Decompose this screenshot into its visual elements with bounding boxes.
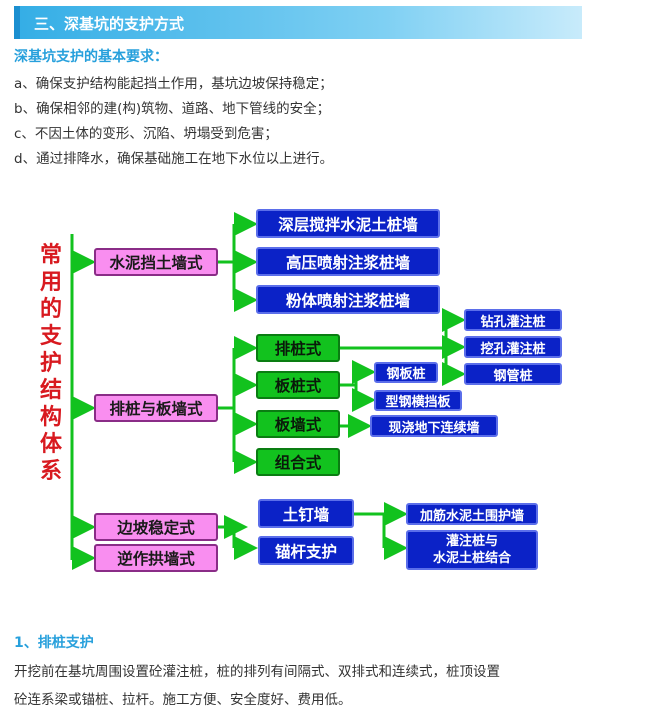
node-diaphragm-wall: 现浇地下连续墙 — [370, 415, 498, 437]
node-anchor-support: 锚杆支护 — [258, 536, 354, 565]
node-deep-mixing-wall: 深层搅拌水泥土桩墙 — [256, 209, 440, 238]
title-char: 系 — [39, 459, 62, 484]
requirements-title: 深基坑支护的基本要求： — [14, 49, 168, 65]
node-dug-pile: 挖孔灌注桩 — [464, 336, 562, 358]
section1-line: 开挖前在基坑周围设置砼灌注桩，桩的排列有间隔式、双排式和连续式，桩顶设置 — [14, 664, 500, 680]
title-char: 的 — [39, 297, 62, 322]
requirement-item: a、确保支护结构能起挡土作用，基坑边坡保持稳定； — [14, 76, 333, 92]
node-sheet-pile: 板桩式 — [256, 371, 340, 399]
section1-line: 砼连系梁或锚桩、拉杆。施工方便、安全度好、费用低。 — [14, 692, 352, 708]
node-powder-jet-wall: 粉体喷射注浆桩墙 — [256, 285, 440, 314]
diagram-vertical-title: 常 用 的 支 护 结 构 体 系 — [38, 242, 64, 485]
title-char: 体 — [39, 432, 62, 457]
node-cement-wall: 水泥挡土墙式 — [94, 248, 218, 276]
node-reinforced-wall: 加筋水泥土围护墙 — [406, 503, 538, 525]
node-steel-sheet-pile: 钢板桩 — [374, 362, 438, 383]
node-reverse-arch: 逆作拱墙式 — [94, 544, 218, 572]
requirement-item: b、确保相邻的建(构)筑物、道路、地下管线的安全； — [14, 101, 331, 117]
requirement-item: c、不因土体的变形、沉陷、坍塌受到危害； — [14, 126, 278, 142]
section-title: 三、深基坑的支护方式 — [34, 15, 185, 33]
node-board-wall: 板墙式 — [256, 410, 340, 438]
title-char: 用 — [39, 270, 62, 295]
section1-title: 1、排桩支护 — [14, 635, 94, 651]
node-row-pile: 排桩式 — [256, 334, 340, 362]
diagram-connectors — [70, 212, 466, 570]
node-bored-pile: 钻孔灌注桩 — [464, 309, 562, 331]
section-header: 三、深基坑的支护方式 — [14, 6, 582, 39]
node-steel-lagging: 型钢横挡板 — [374, 390, 462, 411]
node-pile-combination: 灌注桩与 水泥土桩结合 — [406, 530, 538, 570]
support-structure-diagram: 常 用 的 支 护 结 构 体 系 水泥挡土墙式 排桩与板墙式 边坡稳定式 逆作… — [14, 194, 582, 590]
node-jet-grout-wall: 高压喷射注浆桩墙 — [256, 247, 440, 276]
title-char: 护 — [39, 351, 62, 376]
node-soil-nail-wall: 土钉墙 — [258, 499, 354, 528]
node-steel-pipe-pile: 钢管桩 — [464, 363, 562, 385]
node-slope-stable: 边坡稳定式 — [94, 513, 218, 541]
requirement-item: d、通过排降水，确保基础施工在地下水位以上进行。 — [14, 151, 334, 167]
title-char: 结 — [39, 378, 62, 403]
node-combined: 组合式 — [256, 448, 340, 476]
title-char: 支 — [39, 324, 62, 349]
title-char: 常 — [39, 243, 62, 268]
node-pile-wall: 排桩与板墙式 — [94, 394, 218, 422]
title-char: 构 — [39, 405, 62, 430]
